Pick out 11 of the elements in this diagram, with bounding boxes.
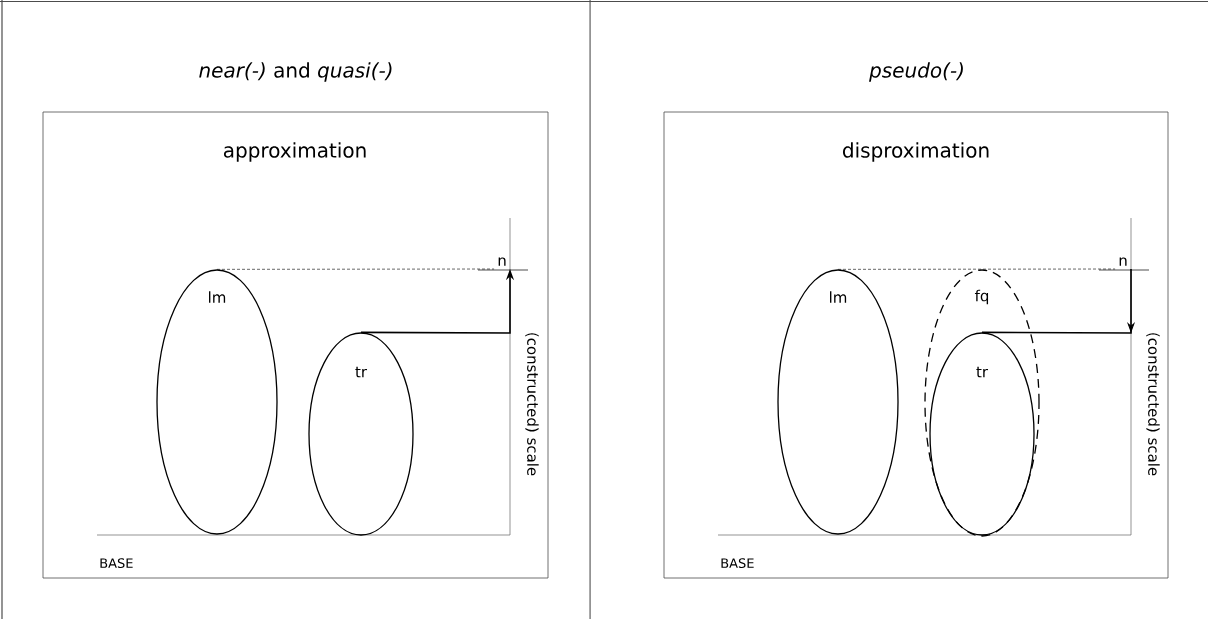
panel-title: pseudo(-) xyxy=(869,62,963,82)
reference-line xyxy=(216,268,495,270)
panel-title: near(-) and quasi(-) xyxy=(199,62,392,82)
reference-line xyxy=(837,268,1116,270)
axis-label: BASE xyxy=(100,558,133,569)
axis-label: BASE xyxy=(721,558,754,569)
axis-label: (constructed) scale xyxy=(525,333,539,476)
axis-label: (constructed) scale xyxy=(1146,333,1160,476)
scale-mark: n xyxy=(498,257,506,266)
scale-mark: n xyxy=(1119,257,1127,266)
arrow xyxy=(981,268,1135,334)
